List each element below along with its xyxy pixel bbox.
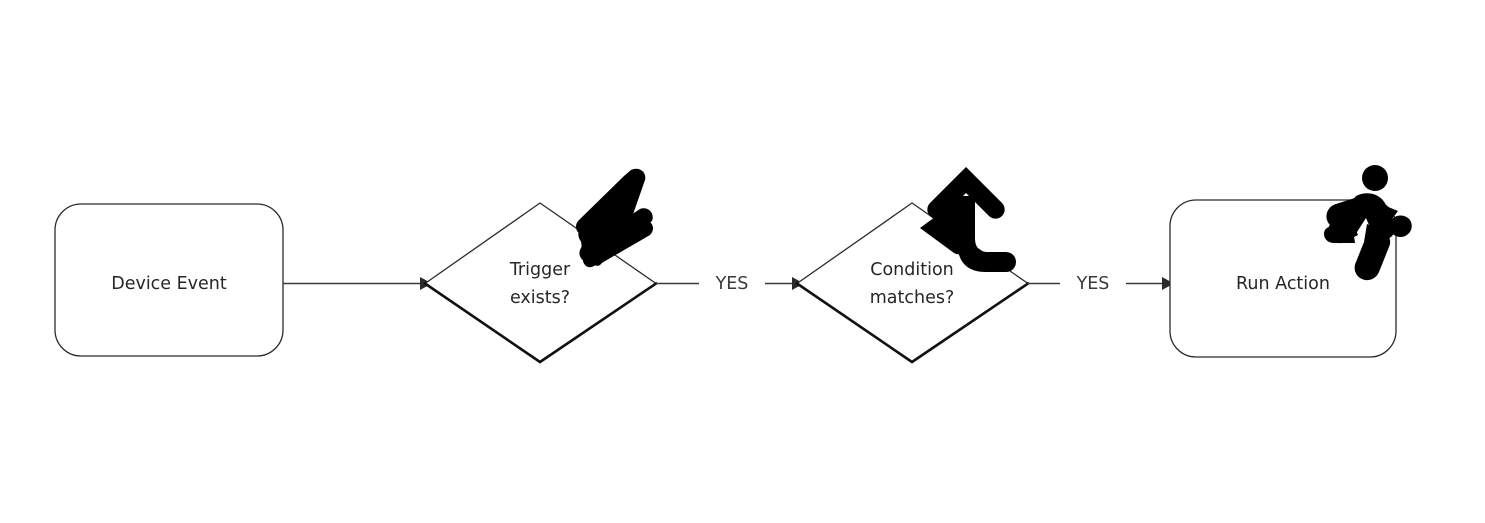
running-person-icon (1324, 165, 1412, 281)
edge-condition-to-action-label: YES (1076, 274, 1110, 294)
lightning-bolt-tail (579, 201, 618, 263)
fork-arrows-icon (920, 167, 1016, 272)
trigger-exists-outline-top (424, 202, 657, 285)
run-action-shape-outline (1169, 199, 1397, 358)
running-person-head (1362, 165, 1388, 191)
trigger-exists-label-line2: exists? (510, 288, 570, 308)
fork-arrow-up-head (927, 167, 1005, 219)
edge-condition-to-action-arrowhead (1162, 277, 1174, 290)
device-event-label: Device Event (111, 274, 227, 294)
running-person-leg-front (1354, 224, 1391, 281)
trigger-exists-label-line1: Trigger (509, 260, 571, 280)
condition-matches-label-line1: Condition (870, 260, 954, 280)
running-person-foot-back (1324, 226, 1355, 243)
lightning-bolt-icon (575, 168, 654, 268)
edge-trigger-to-condition: YES (656, 274, 804, 294)
fork-arrow-stem (957, 196, 1016, 272)
node-trigger-exists[interactable]: Trigger exists? (423, 202, 658, 364)
condition-matches-outline-bottom (795, 281, 1030, 364)
node-condition-matches[interactable]: Condition matches? (795, 202, 1030, 364)
running-person-arm-front (1377, 204, 1412, 237)
edge-event-to-trigger (283, 277, 432, 290)
fork-arrow-left-head (920, 201, 968, 255)
trigger-exists-outline-bottom (423, 281, 658, 364)
device-event-shape-fill (55, 204, 283, 356)
edge-trigger-to-condition-label: YES (715, 274, 749, 294)
condition-matches-label-line2: matches? (870, 288, 955, 308)
run-action-label: Run Action (1236, 274, 1330, 294)
device-event-shape-outline (54, 203, 284, 357)
node-device-event[interactable]: Device Event (54, 203, 284, 357)
edge-condition-to-action: YES (1028, 274, 1174, 294)
condition-matches-shape-fill (797, 203, 1028, 362)
